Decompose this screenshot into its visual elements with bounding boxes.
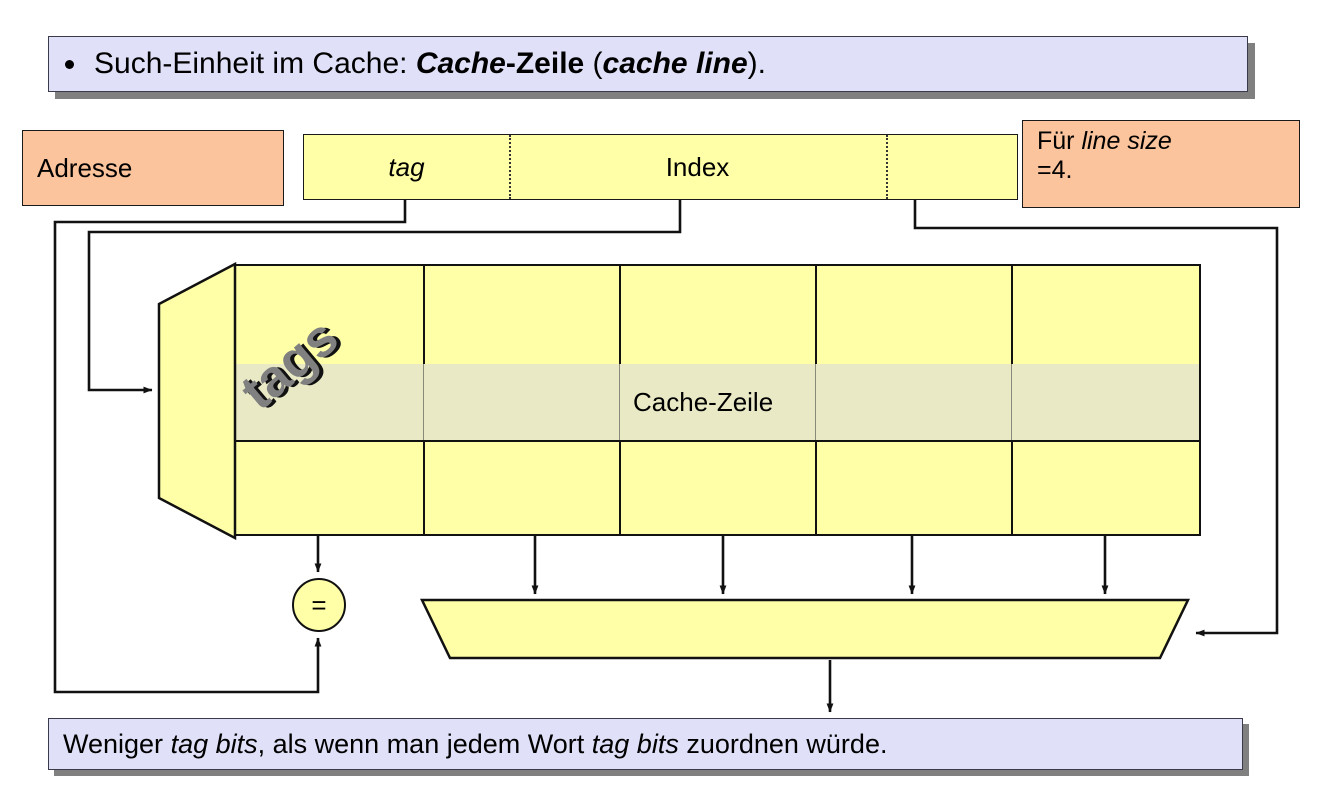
- multiplexer-trapezoid: [420, 598, 1190, 660]
- title-text: Such-Einheit im Cache: Cache-Zeile (cach…: [94, 47, 766, 81]
- line-size-note-line2: =4.: [1037, 156, 1073, 184]
- tags-column-block: [157, 262, 237, 540]
- address-separator-2: [886, 135, 888, 199]
- title-segment-plain-1: Such-Einheit im Cache:: [94, 47, 416, 80]
- line-size-note-italic: line size: [1081, 127, 1172, 155]
- tag-comparator: =: [292, 578, 346, 632]
- highlight-vline-2: [619, 364, 620, 440]
- address-field-tag-label: tag: [388, 151, 425, 182]
- highlight-vline-3: [815, 364, 816, 440]
- word-multiplexer: [420, 598, 1190, 660]
- caption-segment-tagbits-2: tag bits: [591, 728, 679, 759]
- adresse-label-text: Adresse: [37, 152, 133, 183]
- line-size-note-plain: Für: [1037, 127, 1082, 155]
- title-segment-plain-3: ).: [747, 47, 766, 80]
- title-segment-plain-2: (: [584, 47, 603, 80]
- caption-segment-plain-2: , als wenn man jedem Wort: [257, 728, 592, 759]
- address-field-index-label: Index: [665, 151, 730, 182]
- highlight-vline-1: [423, 364, 424, 440]
- tags-column-polygon: [157, 262, 237, 540]
- title-segment-cache: Cache: [415, 47, 506, 80]
- caption-segment-tagbits-1: tag bits: [170, 728, 258, 759]
- address-field-tag: tag: [304, 135, 509, 199]
- cache-grid: Cache-Zeile: [233, 264, 1201, 536]
- caption-segment-plain-3: zuordnen würde.: [678, 728, 888, 759]
- cache-line-label: Cache-Zeile: [633, 386, 774, 417]
- adresse-label-box: Adresse: [22, 130, 284, 206]
- address-separator-1: [509, 135, 511, 199]
- title-bullet-box: Such-Einheit im Cache: Cache-Zeile (cach…: [48, 36, 1248, 92]
- caption-text: Weniger tag bits, als wenn man jedem Wor…: [63, 729, 887, 760]
- title-segment-zeile: -Zeile: [505, 47, 585, 80]
- line-size-note-line1: Für line size: [1037, 127, 1299, 156]
- cache-grid-row-line-2: [235, 440, 1199, 442]
- line-size-note-box: Für line size =4.: [1022, 120, 1300, 208]
- comparator-equals-symbol: =: [311, 589, 327, 620]
- address-field-index: Index: [509, 135, 886, 199]
- caption-segment-plain-1: Weniger: [63, 728, 171, 759]
- address-field-offset: [886, 135, 1017, 199]
- title-segment-cache-line: cache line: [602, 47, 748, 80]
- address-field-bar: tag Index: [303, 134, 1018, 200]
- caption-box: Weniger tag bits, als wenn man jedem Wor…: [48, 718, 1243, 770]
- bullet-dot-icon: [65, 59, 74, 69]
